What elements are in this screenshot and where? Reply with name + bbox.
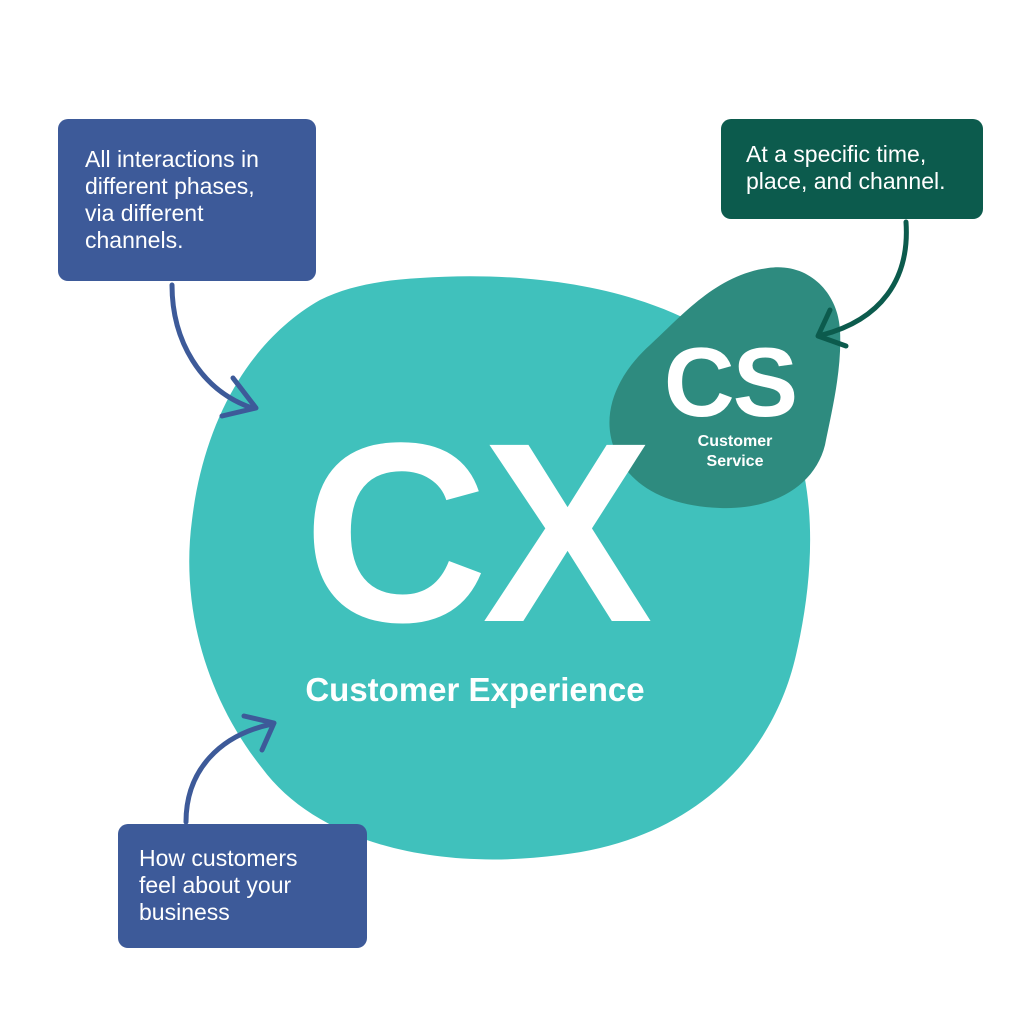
cx-caption: Customer Experience <box>305 671 645 708</box>
cs-heading: CS <box>663 327 798 437</box>
arrow-time <box>815 219 909 349</box>
note-feel-text: How customers feel about your business <box>139 845 298 925</box>
note-phases: All interactions in different phases, vi… <box>58 119 316 281</box>
arrow-phases <box>169 282 259 419</box>
note-time: At a specific time, place, and channel. <box>721 119 983 219</box>
cx-heading: CX <box>303 390 653 676</box>
note-feel: How customers feel about your business <box>118 824 367 948</box>
arrow-feel <box>183 713 277 825</box>
note-phases-text: All interactions in different phases, vi… <box>85 146 259 253</box>
cs-caption: Customer Service <box>697 433 773 470</box>
cs-blob <box>609 267 841 509</box>
note-time-text: At a specific time, place, and channel. <box>746 141 946 194</box>
